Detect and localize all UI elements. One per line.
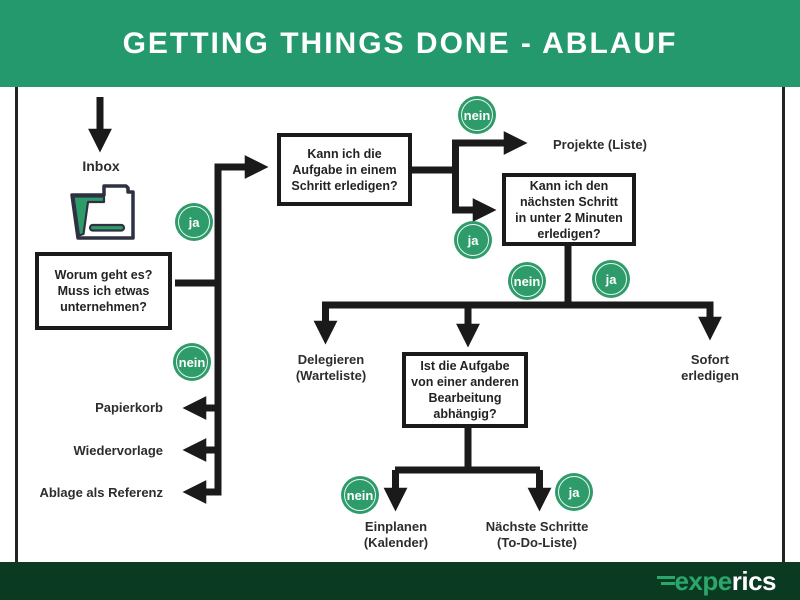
badge-label: ja [605, 271, 617, 287]
logo-double-bar-icon [657, 576, 676, 585]
ja-badge-worum: ja [175, 203, 213, 241]
content-frame [15, 87, 785, 562]
naechste-schritte-label: Nächste Schritte (To-Do-Liste) [485, 519, 589, 550]
wiedervorlage-label: Wiedervorlage [73, 443, 163, 458]
projekte-label: Projekte (Liste) [553, 137, 647, 152]
inbox-label: Inbox [82, 158, 120, 174]
page-title: GETTING THINGS DONE - ABLAUF [122, 26, 678, 60]
badge-label: nein [346, 487, 374, 503]
nein-badge-aufgabe: nein [458, 96, 496, 134]
papierkorb-label: Papierkorb [95, 400, 163, 415]
inbox-folder-icon [70, 184, 135, 240]
sofort-erledigen-label: Sofort erledigen [681, 352, 739, 383]
nein-badge-abhaengig: nein [341, 476, 379, 514]
worum-question-box: Worum geht es? Muss ich etwas unternehme… [35, 252, 172, 330]
zwei-minuten-question-box: Kann ich den nächsten Schritt in unter 2… [502, 173, 636, 246]
footer-banner: expe rics [0, 562, 800, 600]
experics-logo: expe rics [657, 565, 777, 597]
badge-label: ja [188, 214, 200, 230]
abhaengig-question-box: Ist die Aufgabe von einer anderen Bearbe… [402, 352, 528, 428]
badge-label: nein [463, 107, 491, 123]
einplanen-label: Einplanen (Kalender) [363, 519, 429, 550]
ablage-referenz-label: Ablage als Referenz [39, 485, 163, 500]
ja-badge-zwei-minuten: ja [592, 260, 630, 298]
ja-badge-aufgabe: ja [454, 221, 492, 259]
nein-badge-worum: nein [173, 343, 211, 381]
header-banner: GETTING THINGS DONE - ABLAUF [0, 0, 800, 87]
badge-label: nein [513, 273, 541, 289]
badge-label: ja [467, 232, 479, 248]
badge-label: nein [178, 354, 206, 370]
badge-label: ja [568, 484, 580, 500]
ja-badge-abhaengig: ja [555, 473, 593, 511]
delegieren-label: Delegieren (Warteliste) [295, 352, 367, 383]
aufgabe-question-box: Kann ich die Aufgabe in einem Schritt er… [277, 133, 412, 206]
logo-text-green: expe [674, 565, 732, 596]
nein-badge-zwei-minuten: nein [508, 262, 546, 300]
logo-text-white: rics [731, 565, 777, 596]
